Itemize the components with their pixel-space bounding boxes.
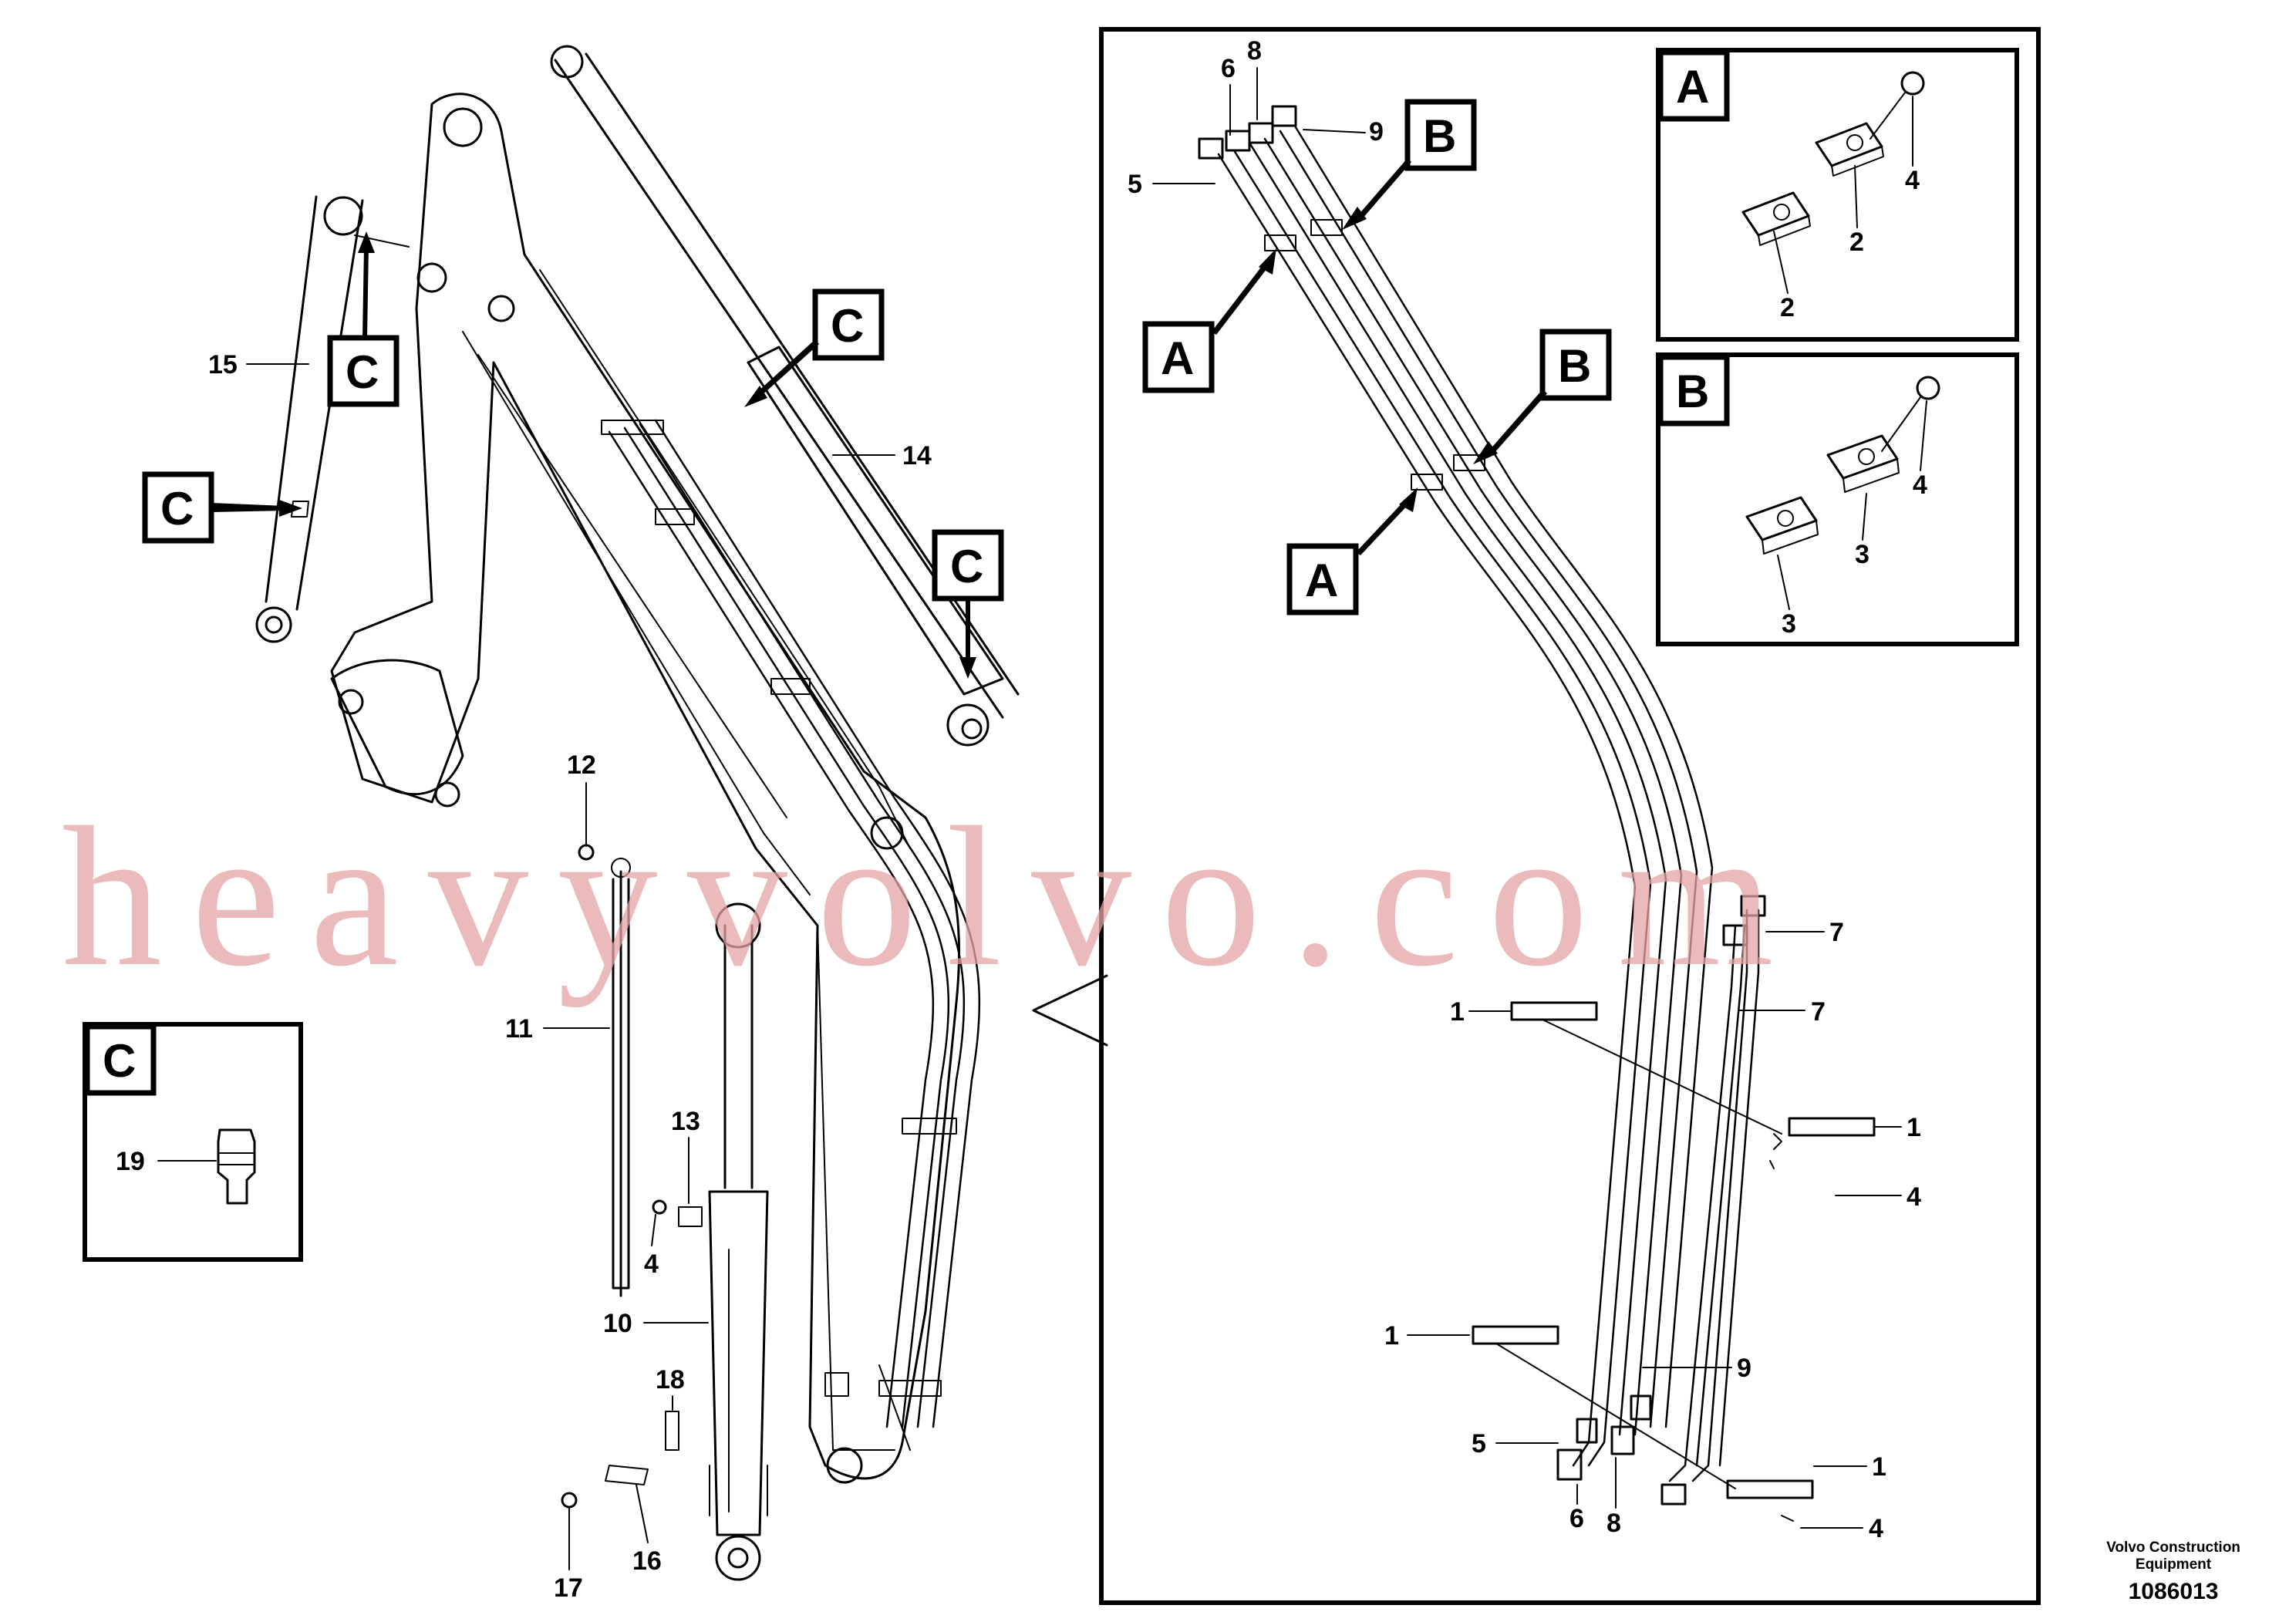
detail-b-box: B 3 3 4: [1656, 352, 2019, 646]
label-2b: 2: [1849, 228, 1864, 257]
label-10: 10: [603, 1309, 632, 1338]
label-7b: 7: [1811, 997, 1826, 1027]
svg-text:C: C: [950, 541, 983, 592]
pipe-11: [611, 858, 631, 1297]
company-line-1: Volvo Construction: [2106, 1539, 2240, 1556]
detail-pointer: [1032, 974, 1108, 1047]
label-12: 12: [567, 750, 596, 780]
label-9-top: 9: [1369, 117, 1384, 147]
callout-b-lower: B: [1473, 329, 1612, 464]
callout-b-upper: B: [1342, 99, 1477, 230]
boom-cylinder-15: [255, 195, 364, 643]
svg-text:C: C: [103, 1035, 136, 1087]
label-8-bottom: 8: [1607, 1509, 1621, 1538]
excavator-boom-assembly: [330, 93, 961, 1484]
svg-text:C: C: [831, 300, 864, 352]
label-3b: 3: [1855, 540, 1870, 569]
label-16: 16: [632, 1546, 662, 1576]
bucket-cylinder-10: [708, 902, 769, 1581]
label-4-right-b: 4: [1869, 1514, 1883, 1543]
svg-text:A: A: [1161, 332, 1194, 384]
label-8-top: 8: [1247, 36, 1262, 66]
svg-text:B: B: [1676, 366, 1709, 417]
callout-c-4: C: [932, 529, 1004, 679]
svg-text:A: A: [1305, 555, 1338, 606]
label-15: 15: [208, 350, 238, 379]
right-part-labels: 6 8 9 5 7 7 1 1 4 1 9 5 1 6 8 4: [1128, 36, 1921, 1543]
callout-c-2: C: [142, 471, 302, 544]
detail-a-box: A 2 2 4: [1656, 48, 2019, 342]
svg-text:B: B: [1558, 340, 1591, 392]
company-line-2: Equipment: [2136, 1556, 2212, 1573]
label-9-bottom: 9: [1737, 1354, 1752, 1383]
label-7a: 7: [1829, 918, 1844, 947]
label-13: 13: [671, 1107, 700, 1136]
label-18: 18: [656, 1365, 685, 1394]
label-1a: 1: [1450, 997, 1465, 1027]
label-6-bottom: 6: [1569, 1504, 1584, 1533]
hose-detail-frame: [1099, 27, 2041, 1605]
label-14: 14: [902, 441, 932, 470]
drawing-number: 1086013: [2129, 1579, 2219, 1604]
label-19: 19: [116, 1147, 145, 1176]
label-1d: 1: [1872, 1452, 1886, 1482]
label-5-bottom: 5: [1472, 1429, 1486, 1458]
left-part-labels: 15 14 12 11 13 4 10 18 16 17: [208, 234, 932, 1603]
label-2a: 2: [1780, 293, 1795, 322]
label-4-b: 4: [1913, 470, 1927, 500]
label-5-top: 5: [1128, 170, 1142, 199]
label-1b: 1: [1907, 1113, 1921, 1142]
boom-hose-bundle: [601, 419, 981, 1428]
label-3a: 3: [1782, 609, 1796, 639]
label-4-right-a: 4: [1907, 1182, 1921, 1212]
callout-c-1: C: [327, 231, 400, 407]
label-4-a: 4: [1905, 166, 1920, 195]
label-6-top: 6: [1221, 54, 1236, 83]
callout-a-upper: A: [1142, 248, 1276, 393]
label-1c: 1: [1384, 1321, 1399, 1351]
arm-cylinder-14: [550, 45, 1020, 747]
svg-text:B: B: [1423, 110, 1456, 162]
callout-a-lower: A: [1286, 487, 1418, 615]
label-17: 17: [554, 1573, 583, 1603]
label-4-left: 4: [644, 1249, 659, 1279]
detail-c-box: C 19: [83, 1022, 303, 1262]
label-11: 11: [505, 1014, 533, 1044]
svg-text:C: C: [160, 483, 194, 534]
svg-text:C: C: [346, 346, 379, 398]
caption: Volvo Construction Equipment 1086013: [2106, 1539, 2240, 1604]
svg-text:A: A: [1676, 61, 1709, 113]
watermark: heavyvolvo.com: [62, 786, 1803, 1008]
callout-c-3: C: [744, 288, 885, 407]
